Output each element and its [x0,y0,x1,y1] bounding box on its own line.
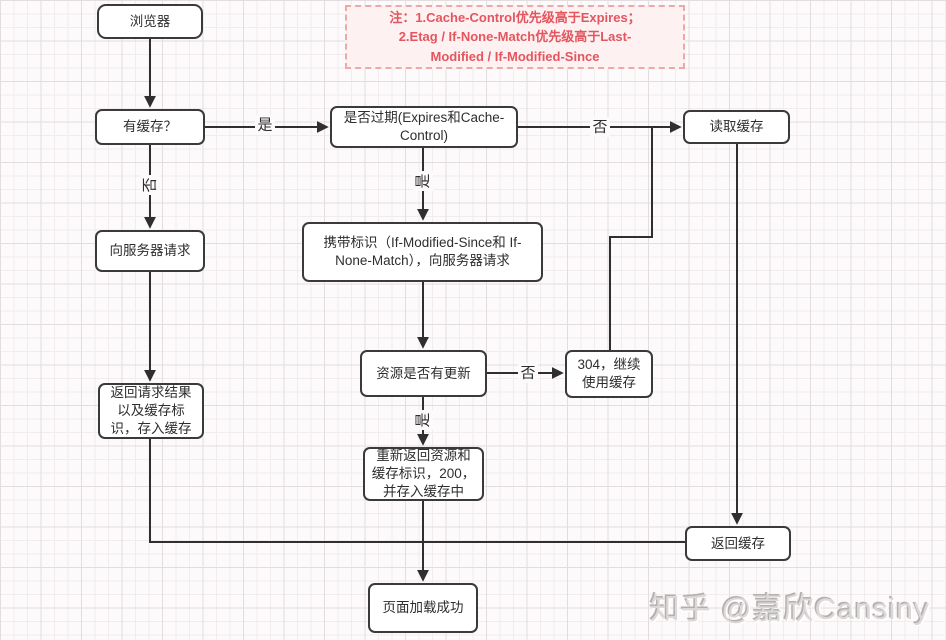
note-line: 2.Etag / If-None-Match优先级高于Last- [398,29,632,45]
node-browser: 浏览器 [97,4,203,39]
edge-label-bg [590,117,610,137]
node-has-cache: 有缓存？ [95,109,205,145]
edge-label-bg [140,175,160,195]
edge-label-no: 否 [592,119,607,136]
edge-label-bg [413,171,433,191]
note-line: Modified / If-Modified-Since [430,48,600,64]
edge-label-bg [413,410,433,430]
node-request-server: 向服务器请求 [95,230,205,272]
edge-label-yes: 是 [257,117,272,134]
edge-label-bg [518,363,538,383]
node-is-expired: 是否过期(Expires和Cache- Control) [330,106,518,148]
edge-label-yes: 是 [415,173,432,188]
zhihu-watermark: 知乎 @嘉欣Cansiny [649,593,930,626]
node-carry-flag: 携带标识（If-Modified-Since和 If- None-Match），… [302,222,543,282]
edge-label-no: 否 [142,177,159,192]
node-return-cache: 返回缓存 [685,526,791,561]
edge-label-bg [255,115,275,135]
node-read-cache: 读取缓存 [683,110,790,144]
node-304-use-cache: 304，继续 使用缓存 [565,350,653,398]
note-line: 注：1.Cache-Control优先级高于Expires； [389,9,641,25]
edge-304-merge-to-readcache [609,128,653,350]
edge-label-no: 否 [520,365,535,382]
node-resource-updated: 资源是否有更新 [360,350,487,397]
node-return-result: 返回请求结果 以及缓存标 识，存入缓存 [98,383,204,439]
note-box: 注：1.Cache-Control优先级高于Expires； 2.Etag / … [345,5,685,69]
edge-returnresult-collector [149,438,685,543]
node-return-new: 重新返回资源和 缓存标识，200， 并存入缓存中 [363,447,484,501]
node-page-loaded: 页面加载成功 [368,583,478,633]
edge-label-yes: 是 [415,412,432,427]
